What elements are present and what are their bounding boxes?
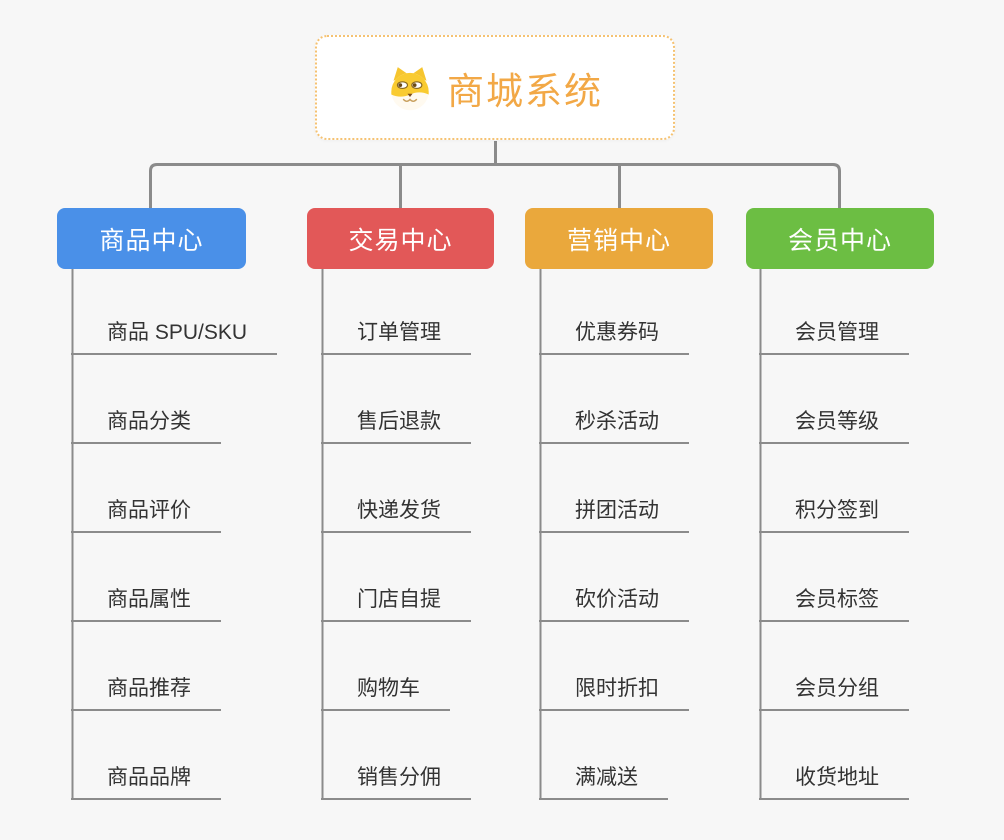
child-node-b2-i4[interactable]: 限时折扣 — [539, 675, 689, 711]
child-node-b0-i3[interactable]: 商品属性 — [71, 586, 221, 622]
child-node-b0-i5[interactable]: 商品品牌 — [71, 764, 221, 800]
child-node-b2-i5[interactable]: 满减送 — [539, 764, 668, 800]
child-node-b3-i2[interactable]: 积分签到 — [759, 497, 909, 533]
child-node-b0-i0[interactable]: 商品 SPU/SKU — [71, 319, 278, 355]
branch-label: 会员中心 — [787, 226, 892, 255]
child-node-b1-i2[interactable]: 快递发货 — [321, 497, 471, 533]
branch-node-product-center[interactable]: 商品中心 — [57, 208, 246, 269]
child-node-b1-i1[interactable]: 售后退款 — [321, 408, 471, 444]
branch-label: 营销中心 — [566, 226, 671, 255]
child-node-b0-i1[interactable]: 商品分类 — [71, 408, 221, 444]
connector-branch-bar — [149, 163, 841, 209]
child-node-b2-i3[interactable]: 砍价活动 — [539, 586, 689, 622]
child-node-b3-i1[interactable]: 会员等级 — [759, 408, 909, 444]
branch-label: 交易中心 — [348, 226, 453, 255]
root-node[interactable]: 商城系统 — [315, 35, 675, 140]
child-node-b2-i2[interactable]: 拼团活动 — [539, 497, 689, 533]
child-node-b3-i3[interactable]: 会员标签 — [759, 586, 909, 622]
child-node-b0-i2[interactable]: 商品评价 — [71, 497, 221, 533]
child-node-b1-i0[interactable]: 订单管理 — [321, 319, 471, 355]
branch-node-marketing-center[interactable]: 营销中心 — [525, 208, 713, 269]
child-node-b1-i4[interactable]: 购物车 — [321, 675, 450, 711]
child-node-b0-i4[interactable]: 商品推荐 — [71, 675, 221, 711]
shiba-dog-icon — [387, 65, 433, 111]
child-node-b3-i4[interactable]: 会员分组 — [759, 675, 909, 711]
child-node-b2-i0[interactable]: 优惠券码 — [539, 319, 689, 355]
child-node-b3-i5[interactable]: 收货地址 — [759, 764, 909, 800]
branch-node-member-center[interactable]: 会员中心 — [746, 208, 934, 269]
child-node-b1-i5[interactable]: 销售分佣 — [321, 764, 471, 800]
child-node-b3-i0[interactable]: 会员管理 — [759, 319, 909, 355]
root-title: 商城系统 — [447, 70, 603, 112]
child-node-b2-i1[interactable]: 秒杀活动 — [539, 408, 689, 444]
branch-node-trade-center[interactable]: 交易中心 — [307, 208, 494, 269]
branch-label: 商品中心 — [99, 226, 204, 255]
child-node-b1-i3[interactable]: 门店自提 — [321, 586, 471, 622]
